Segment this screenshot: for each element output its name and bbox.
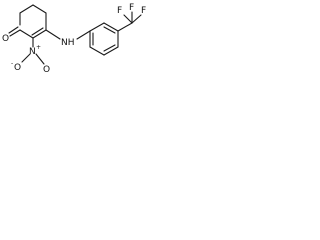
atom-oxygen-nitro-left: O [14, 63, 21, 73]
nitro-o-negative-charge: - [11, 60, 13, 67]
atom-oxygen-keto: O [2, 34, 9, 44]
ring-bond [89, 46, 105, 56]
ring-bond [32, 29, 47, 39]
ring-bond [89, 22, 105, 32]
c-f-bond [123, 14, 133, 24]
molecule-diagram: O N + O O - NH F F F [0, 0, 158, 96]
atom-fluorine-left: F [117, 6, 122, 16]
ring-bond [103, 22, 119, 32]
amine-linker [45, 29, 91, 40]
keto-double-bond [8, 26, 19, 34]
trifluoromethyl-group [117, 11, 142, 32]
ring-bond [19, 29, 34, 39]
n-o-bond [21, 53, 31, 63]
nitro-n-positive-charge: + [36, 44, 41, 51]
atom-amine-nh: NH [61, 38, 75, 48]
structure-drawing: O N + O O - NH F F F [2, 3, 146, 75]
keto-double-bond [9, 29, 21, 37]
atom-oxygen-nitro-right: O [43, 65, 50, 75]
atom-fluorine-top: F [129, 3, 134, 13]
n-o-bond [35, 53, 45, 65]
ring-bond [103, 46, 119, 56]
aromatic-double-bond [103, 44, 116, 52]
atom-nitrogen-nitro: N [29, 47, 36, 57]
c-n-bond [45, 29, 61, 40]
ring-double-bond [31, 27, 44, 36]
c-cf3-bond [117, 22, 133, 32]
nitro-group [21, 37, 45, 65]
ring-bond [32, 4, 47, 14]
cyclohexenone-ring [8, 4, 47, 39]
ring-bond [19, 4, 34, 14]
benzene-ring [89, 22, 119, 56]
atom-fluorine-right: F [141, 6, 146, 16]
n-c-bond [76, 30, 91, 40]
aromatic-double-bond [103, 26, 116, 34]
c-f-bond [131, 14, 142, 24]
